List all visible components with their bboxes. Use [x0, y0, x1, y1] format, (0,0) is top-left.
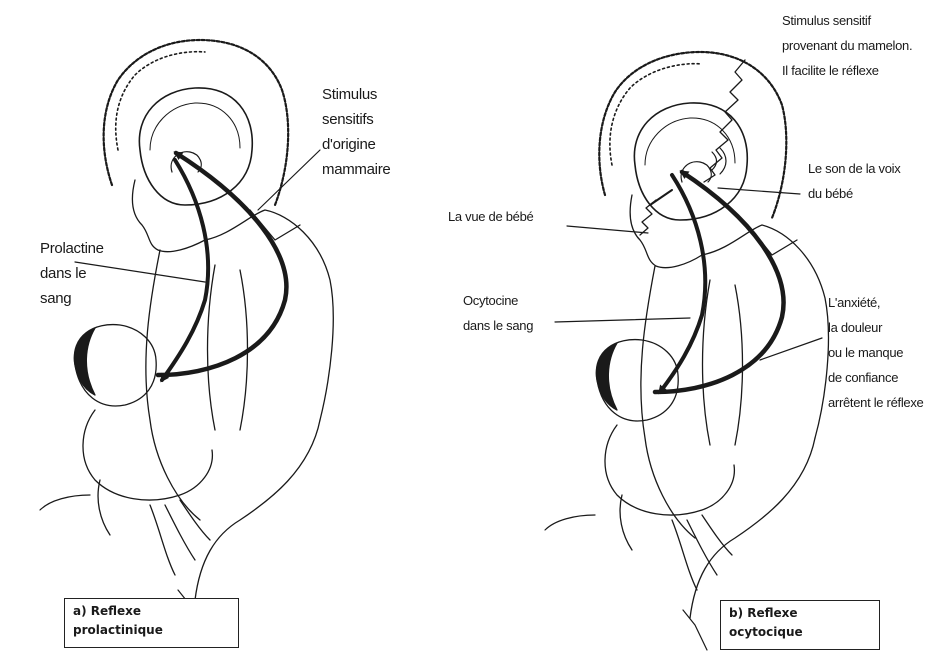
leader-stimulus-a	[258, 150, 320, 210]
prolactin-arrow-a	[162, 160, 208, 380]
label-inhibitors-b: L'anxiété, la douleur ou le manque de co…	[828, 290, 923, 415]
label-stimulus-b: Stimulus sensitif provenant du mamelon. …	[782, 8, 912, 83]
leader-sight-b	[567, 226, 648, 233]
brain-a	[139, 88, 252, 205]
baby-figure-a	[74, 325, 212, 575]
baby-figure-b	[596, 340, 734, 590]
oxytocin-arrow-b	[660, 175, 705, 392]
sight-zigzag-b	[640, 200, 656, 235]
brain-b	[634, 103, 747, 220]
caption-a: a) Reflexe prolactinique	[64, 598, 239, 648]
label-stimulus-a: Stimulus sensitifs d'origine mammaire	[322, 82, 390, 182]
nerve-arrow-a	[158, 153, 286, 375]
mother-figure-a	[104, 40, 334, 600]
caption-b: b) Reflexe ocytocique	[720, 600, 880, 650]
label-oxytocin-b: Ocytocine dans le sang	[463, 288, 533, 338]
label-prolactin-a: Prolactine dans le sang	[40, 236, 104, 311]
label-voice-b: Le son de la voix du bébé	[808, 156, 900, 206]
stimulus-zigzag-b	[704, 60, 745, 182]
leader-voice-b	[718, 188, 800, 194]
label-sight-b: La vue de bébé	[448, 204, 533, 229]
leader-oxytocin-b	[555, 318, 690, 322]
